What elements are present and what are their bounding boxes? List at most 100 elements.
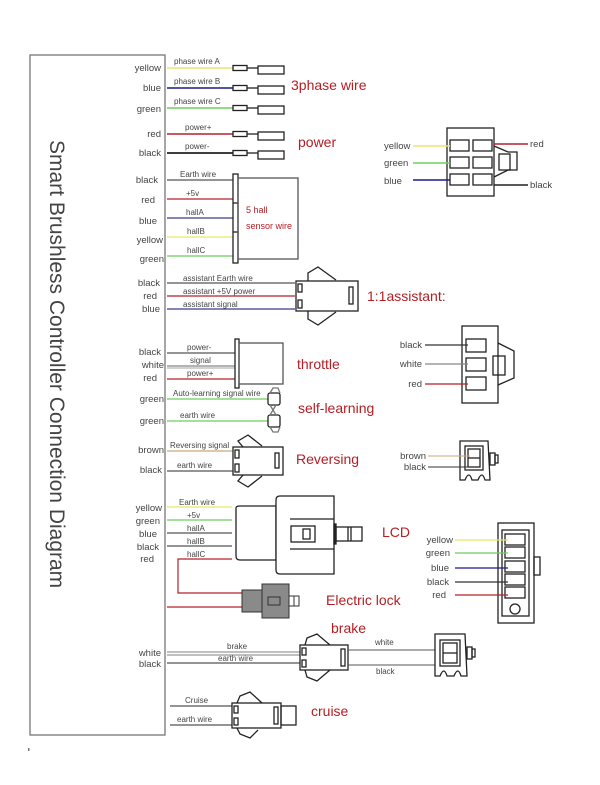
wire-color-label: red bbox=[143, 291, 157, 302]
self-learning-connector bbox=[267, 387, 281, 433]
wire-color-label: black bbox=[138, 278, 160, 289]
hall-connector-pinout: yellow green blue red black bbox=[384, 127, 552, 197]
electric-lock-connector bbox=[241, 583, 300, 619]
wire-color-label: black bbox=[137, 542, 159, 553]
wire-color-label: black bbox=[139, 659, 161, 670]
wire-color-label: blue bbox=[142, 304, 160, 315]
section-label-self-learning: self-learning bbox=[298, 400, 374, 416]
wire-color-label: green bbox=[140, 394, 164, 405]
lcd-connector bbox=[235, 495, 363, 575]
wire-color-label: red bbox=[143, 373, 157, 384]
wire-color-label: green bbox=[140, 254, 164, 265]
section-label-power: power bbox=[298, 134, 336, 150]
pin-label: yellow bbox=[427, 535, 454, 546]
section-label-brake: brake bbox=[331, 620, 366, 636]
section-assistant: black red blue assistant Earth wire assi… bbox=[138, 266, 446, 326]
wire-signal-label: signal bbox=[190, 356, 211, 365]
wire-signal-label: hallC bbox=[187, 550, 205, 559]
section-throttle: black white red power- signal power+ thr… bbox=[139, 325, 515, 404]
wire-signal-label: Cruise bbox=[185, 696, 209, 705]
wire-signal-label: power- bbox=[187, 343, 212, 352]
wire-signal-label: earth wire bbox=[180, 411, 216, 420]
wire-color-label: green bbox=[136, 516, 160, 527]
section-label-electric-lock: Electric lock bbox=[326, 592, 402, 608]
wire-signal-label: earth wire bbox=[218, 654, 254, 663]
wire-signal-label: Auto-learning signal wire bbox=[173, 389, 261, 398]
wire-signal-label: Earth wire bbox=[179, 498, 216, 507]
cruise-connector bbox=[231, 691, 297, 739]
wire-signal-label: +5v bbox=[186, 189, 199, 198]
section-label-hall: sensor wire bbox=[246, 221, 292, 231]
wire-color-label: brown bbox=[138, 445, 164, 456]
hall-connector bbox=[232, 173, 299, 264]
wire-signal-label: earth wire bbox=[177, 715, 213, 724]
brake-connector bbox=[299, 633, 349, 682]
section-label-reversing: Reversing bbox=[296, 451, 359, 467]
section-label-throttle: throttle bbox=[297, 356, 340, 372]
pin-label: black bbox=[404, 462, 426, 473]
section-label-cruise: cruise bbox=[311, 703, 349, 719]
wire-color-label: green bbox=[140, 416, 164, 427]
section-electric-lock: Electric lock bbox=[241, 583, 402, 619]
wire-signal-label: hallA bbox=[186, 208, 204, 217]
section-label-lcd: LCD bbox=[382, 524, 410, 540]
wire-color-label: black bbox=[139, 347, 161, 358]
wire-signal-label: power+ bbox=[187, 369, 214, 378]
wire-color-label: blue bbox=[143, 83, 161, 94]
section-self-learning: green green Auto-learning signal wire ea… bbox=[140, 387, 374, 433]
section-brake: white black brake earth wire white black… bbox=[138, 620, 476, 682]
brake-switch bbox=[434, 633, 476, 677]
pin-label: white bbox=[399, 359, 422, 370]
wire-signal-label: assistant +5V power bbox=[183, 287, 256, 296]
wire-signal-label: hallA bbox=[187, 524, 205, 533]
pin-label: black bbox=[427, 577, 449, 588]
throttle-connector-pinout: black white red bbox=[399, 325, 515, 404]
wire-color-label: yellow bbox=[135, 63, 162, 74]
pin-label: red bbox=[530, 139, 544, 150]
wire-signal-label: assistant Earth wire bbox=[183, 274, 253, 283]
wire-signal-label: phase wire A bbox=[174, 57, 220, 66]
pin-label: black bbox=[400, 340, 422, 351]
section-power: red black power+ power- power bbox=[139, 123, 336, 160]
pin-label: black bbox=[530, 180, 552, 191]
section-cruise: Cruise earth wire cruise bbox=[170, 691, 349, 739]
wire-color-label: white bbox=[138, 648, 161, 659]
wire-color-label: blue bbox=[139, 216, 157, 227]
pin-label: blue bbox=[431, 563, 449, 574]
wire-signal-label: earth wire bbox=[177, 461, 213, 470]
wire-signal-label: power+ bbox=[185, 123, 212, 132]
wire-signal-label: Reversing signal bbox=[170, 441, 229, 450]
throttle-connector bbox=[234, 338, 284, 389]
wire-signal-label: assistant signal bbox=[183, 300, 238, 309]
wire-color-label: yellow bbox=[137, 235, 164, 246]
wire-color-label: red bbox=[141, 195, 155, 206]
assistant-connector bbox=[295, 266, 359, 326]
wire-color-label: red bbox=[147, 129, 161, 140]
controller-body: Smart Brushless Controller Connection Di… bbox=[29, 54, 166, 736]
wire-signal-label: hallC bbox=[187, 246, 205, 255]
wire-color-label: green bbox=[137, 104, 161, 115]
section-hall-sensor: black red blue yellow green Earth wire +… bbox=[136, 127, 552, 265]
wire-signal-label: power- bbox=[185, 142, 210, 151]
wire-signal-label: phase wire C bbox=[174, 97, 221, 106]
wire-signal-label: hallB bbox=[187, 227, 205, 236]
wire-color-label: white bbox=[141, 360, 164, 371]
lcd-connector-pinout: yellow green blue black red bbox=[426, 522, 541, 624]
section-label-assistant: 1:1assistant: bbox=[367, 288, 446, 304]
pin-label: green bbox=[384, 158, 408, 169]
pin-label: red bbox=[432, 590, 446, 601]
wire-signal-label: hallB bbox=[187, 537, 205, 546]
brake-cable-label: white bbox=[374, 638, 394, 647]
section-lcd: yellow green blue black red Earth wire +… bbox=[136, 495, 541, 624]
wire-color-label: blue bbox=[139, 529, 157, 540]
wire-signal-label: phase wire B bbox=[174, 77, 220, 86]
brake-cable-label: black bbox=[376, 667, 396, 676]
bullet-connector bbox=[232, 64, 285, 115]
wire-red bbox=[177, 558, 245, 594]
reversing-connector-pinout: brown black bbox=[400, 440, 499, 481]
wire-color-label: black bbox=[140, 465, 162, 476]
wire-color-label: black bbox=[136, 175, 158, 186]
wire-signal-label: brake bbox=[227, 642, 248, 651]
section-reversing: brown black Reversing signal earth wire … bbox=[138, 434, 499, 488]
